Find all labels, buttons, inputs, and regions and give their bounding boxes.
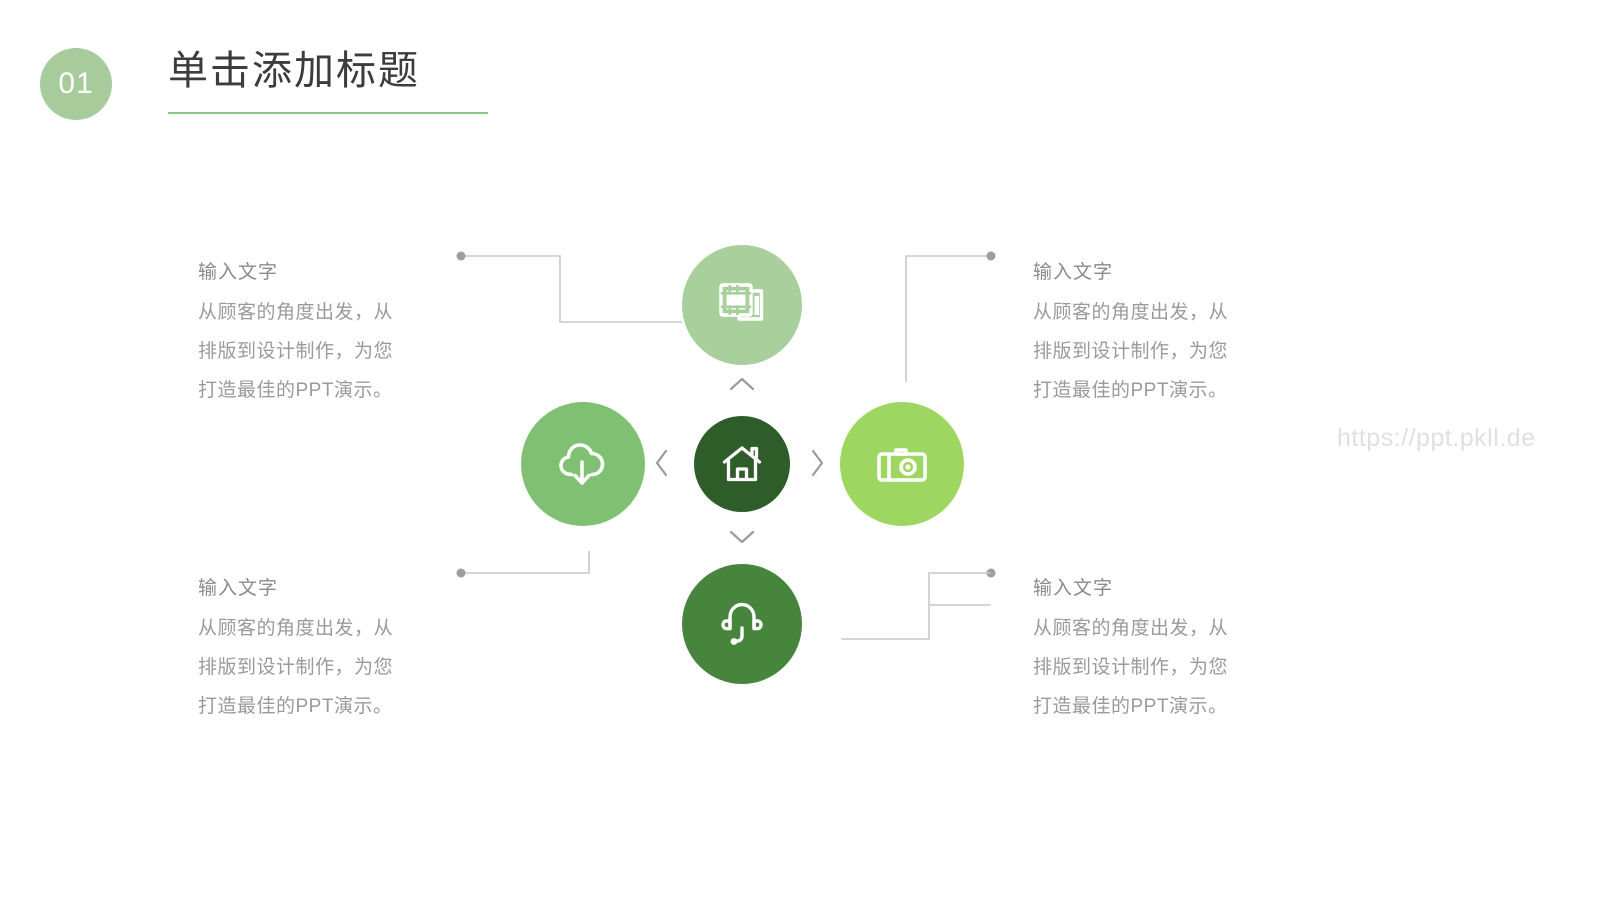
text-block-heading: 输入文字 <box>1033 578 1114 599</box>
text-block-heading: 输入文字 <box>198 578 279 599</box>
section-number-badge: 01 <box>40 48 112 120</box>
page-title-group: 单击添加标题 <box>168 40 498 114</box>
connector-bottom-right-stub <box>928 572 991 605</box>
text-block-top-left: 输入文字 从顾客的角度出发，从 排版到设计制作，为您 打造最佳的PPT演示。 <box>198 253 448 410</box>
text-block-body-line: 从顾客的角度出发，从 <box>1033 302 1229 323</box>
slide-header: 01 单击添加标题 <box>40 40 680 130</box>
text-block-heading: 输入文字 <box>1033 262 1114 283</box>
text-block-body-line: 打造最佳的PPT演示。 <box>198 696 393 717</box>
text-block-body-line: 打造最佳的PPT演示。 <box>198 380 393 401</box>
chevron-right-icon[interactable] <box>808 448 826 483</box>
connector-bottom-right <box>841 604 991 640</box>
text-block-bottom-left: 输入文字 从顾客的角度出发，从 排版到设计制作，为您 打造最佳的PPT演示。 <box>198 569 448 726</box>
watermark-url: https://ppt.pkll.de <box>1337 424 1536 452</box>
text-block-body-line: 排版到设计制作，为您 <box>1033 341 1229 362</box>
connector-dot-top-left <box>456 251 466 261</box>
text-block-body-line: 从顾客的角度出发，从 <box>1033 618 1229 639</box>
page-title: 单击添加标题 <box>168 49 420 93</box>
connector-top-right <box>905 255 991 382</box>
node-circle-right[interactable] <box>840 402 964 526</box>
text-block-body-line: 排版到设计制作，为您 <box>1033 657 1229 678</box>
film-icon <box>719 283 765 327</box>
title-underline <box>168 112 488 114</box>
connector-dot-bottom-left <box>456 568 466 578</box>
camera-icon <box>876 442 928 486</box>
text-block-body-line: 排版到设计制作，为您 <box>198 657 394 678</box>
connector-dot-top-right <box>986 251 996 261</box>
node-circle-bottom[interactable] <box>682 564 802 684</box>
headset-icon <box>720 600 764 648</box>
connector-bottom-left <box>461 551 590 574</box>
text-block-top-right: 输入文字 从顾客的角度出发，从 排版到设计制作，为您 打造最佳的PPT演示。 <box>1033 253 1283 410</box>
text-block-body-line: 打造最佳的PPT演示。 <box>1033 696 1228 717</box>
chevron-up-icon[interactable] <box>728 375 756 398</box>
chevron-left-icon[interactable] <box>653 448 671 483</box>
text-block-bottom-right: 输入文字 从顾客的角度出发，从 排版到设计制作，为您 打造最佳的PPT演示。 <box>1033 569 1283 726</box>
connector-top-left <box>461 255 682 323</box>
node-circle-left[interactable] <box>521 402 645 526</box>
text-block-body-line: 从顾客的角度出发，从 <box>198 618 394 639</box>
text-block-body-line: 排版到设计制作，为您 <box>198 341 394 362</box>
chevron-down-icon[interactable] <box>728 528 756 551</box>
text-block-heading: 输入文字 <box>198 262 279 283</box>
text-block-body-line: 打造最佳的PPT演示。 <box>1033 380 1228 401</box>
text-block-body-line: 从顾客的角度出发，从 <box>198 302 394 323</box>
node-circle-center[interactable] <box>694 416 790 512</box>
home-icon <box>721 444 763 484</box>
cloud-download-icon <box>557 440 609 488</box>
node-circle-top[interactable] <box>682 245 802 365</box>
connector-dot-bottom-right <box>986 568 996 578</box>
